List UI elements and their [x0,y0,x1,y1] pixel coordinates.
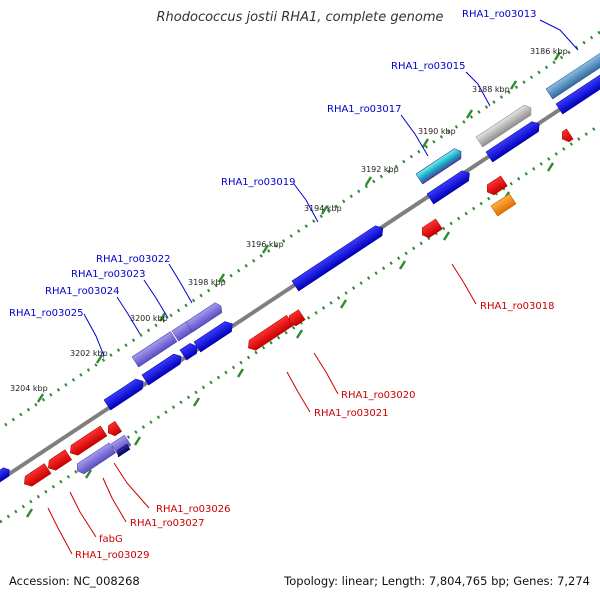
gene-arrow[interactable] [45,449,72,473]
gene-arrow[interactable] [110,434,132,455]
gene-label[interactable]: RHA1_ro03020 [341,390,416,401]
gene-arrow[interactable] [426,168,473,205]
forward-genes [0,50,600,484]
gene-arrow[interactable] [21,463,52,489]
tick-label: 3204 kbp [10,384,48,393]
reverse-gene-labels: RHA1_ro03018 RHA1_ro03020 RHA1_ro03021 R… [75,301,555,561]
gene-arrow[interactable] [415,146,464,185]
tick-label: 3196 kbp [246,240,284,249]
gene-arrow[interactable] [193,319,236,353]
gene-arrow[interactable] [105,421,122,438]
gene-arrow[interactable] [545,50,600,100]
gene-label[interactable]: RHA1_ro03022 [96,254,171,265]
gene-label[interactable]: RHA1_ro03021 [314,408,389,419]
gene-label[interactable]: RHA1_ro03027 [130,518,205,529]
gene-arrow[interactable] [475,103,534,148]
gene-arrow[interactable] [179,341,200,361]
gene-label[interactable]: RHA1_ro03015 [391,61,466,72]
reverse-leader-lines [47,263,477,555]
reverse-major-ticks [25,162,555,518]
gene-arrow[interactable] [291,223,386,292]
gene-label[interactable]: RHA1_ro03013 [462,9,537,20]
tick-label: 3188 kbp [472,85,510,94]
genome-summary-text: Topology: linear; Length: 7,804,765 bp; … [284,574,590,588]
gene-label[interactable]: RHA1_ro03025 [9,308,84,319]
tick-label: 3186 kbp [530,47,568,56]
forward-major-ticks [36,51,562,403]
gene-label[interactable]: RHA1_ro03029 [75,550,150,561]
gene-label[interactable]: fabG [99,534,123,545]
reverse-genes [21,128,574,489]
gene-label[interactable]: RHA1_ro03024 [45,286,120,297]
gene-arrow[interactable] [490,193,517,217]
gene-arrow[interactable] [559,128,574,144]
gene-arrow[interactable] [67,425,108,458]
forward-tick-track [0,30,600,431]
map-title: Rhodococcus jostii RHA1, complete genome [156,10,444,25]
tick-label: 3190 kbp [418,127,456,136]
gene-arrow[interactable] [0,466,12,484]
tick-label: 3194 kbp [304,204,342,213]
tick-label: 3192 kbp [361,165,399,174]
gene-label[interactable]: RHA1_ro03017 [327,104,402,115]
gene-arrow[interactable] [74,442,116,476]
accession-text: Accession: NC_008268 [9,574,140,588]
gene-arrow[interactable] [484,175,508,197]
gene-arrow[interactable] [131,331,178,368]
gene-arrow[interactable] [185,301,224,333]
gene-label[interactable]: RHA1_ro03023 [71,269,146,280]
gene-arrow[interactable] [103,376,146,411]
gene-arrow[interactable] [286,309,306,328]
tick-label: 3200 kbp [130,314,168,323]
forward-gene-labels: RHA1_ro03013 RHA1_ro03015 RHA1_ro03017 R… [9,9,537,319]
tick-labels: 3186 kbp 3188 kbp 3190 kbp 3192 kbp 3194… [10,47,568,393]
gene-arrow[interactable] [555,65,600,115]
gene-arrow[interactable] [115,443,131,458]
gene-arrow[interactable] [419,218,443,240]
gene-arrow[interactable] [485,119,543,163]
gene-label[interactable]: RHA1_ro03019 [221,177,296,188]
gene-arrow[interactable] [141,351,184,386]
gene-label[interactable]: RHA1_ro03026 [156,504,231,515]
forward-leader-lines [83,19,579,357]
tick-label: 3198 kbp [188,278,226,287]
tick-label: 3202 kbp [70,349,108,358]
gene-label[interactable]: RHA1_ro03018 [480,301,555,312]
